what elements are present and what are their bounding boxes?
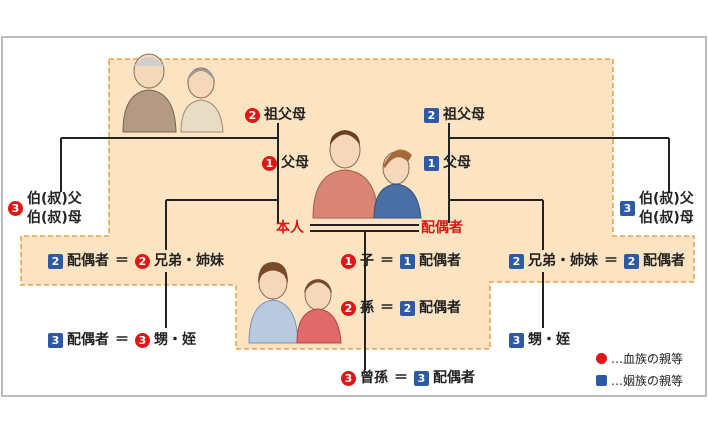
degree-badge-blood: 3 [8,201,23,216]
parents-text: 父母 [281,155,309,171]
legend-blood: …血族の親等 [596,350,683,367]
legend-marriage: …姻族の親等 [596,372,683,389]
degree-badge-marriage: 3 [509,332,524,348]
equals-sign: ＝ [380,300,394,316]
red-dot-icon [596,353,607,364]
degree-badge-blood: 2 [135,253,150,269]
degree-badge-marriage: 3 [620,201,635,216]
child-text: 子 [360,253,374,269]
great-grandchild-row: 3 曾孫 ＝ 3 配偶者 [341,369,475,387]
aunt-uncle-blood-label: 伯(叔)父 3 伯(叔)母 [8,190,82,228]
degree-badge-marriage: 3 [414,370,429,386]
aunt-uncle-line2: 伯(叔)母 [639,210,694,226]
nephew-right-row: 3 甥・姪 [509,331,570,349]
grandchild-row: 2 孫 ＝ 2 配偶者 [341,299,461,317]
parents-illustration [312,130,422,219]
equals-sign: ＝ [115,332,129,348]
degree-badge-blood: 3 [341,370,356,386]
degree-badge-marriage: 2 [624,253,639,269]
nephew-text: 甥・姪 [528,332,570,348]
child-spouse-text: 配偶者 [419,253,461,269]
degree-badge-marriage: 2 [400,300,415,316]
degree-badge-marriage: 2 [509,253,524,269]
equals-sign: ＝ [394,370,408,386]
degree-badge-blood: 1 [341,253,356,269]
degree-badge-blood: 3 [135,332,150,348]
great-grandchild-spouse-text: 配偶者 [433,370,475,386]
legend-marriage-text: …姻族の親等 [611,374,684,388]
connection-lines [60,123,670,370]
frame-border [1,36,707,397]
grandparents-illustration [122,53,224,133]
nephew-left-row: 3 配偶者 ＝ 3 甥・姪 [48,331,196,349]
grandparents-spouse-label: 2 祖父母 [424,106,485,124]
grandparents-blood-label: 2 祖父母 [245,106,306,124]
aunt-uncle-spouse-label: 伯(叔)父 3 伯(叔)母 [620,190,694,228]
degree-badge-blood: 2 [341,300,356,316]
degree-badge-marriage: 2 [48,253,63,269]
grandchild-spouse-text: 配偶者 [419,300,461,316]
nephew-spouse-text: 配偶者 [67,332,109,348]
degree-badge-blood: 1 [262,155,277,171]
parents-text: 父母 [443,155,471,171]
parents-spouse-label: 1 父母 [424,154,471,172]
degree-badge-marriage: 1 [400,253,415,269]
legend-blood-text: …血族の親等 [611,352,684,366]
grandchild-text: 孫 [360,300,374,316]
great-grandchild-text: 曾孫 [360,370,388,386]
nephew-text: 甥・姪 [154,332,196,348]
aunt-uncle-line1: 伯(叔)父 [639,191,694,207]
equals-sign: ＝ [115,253,129,269]
self-label: 本人 [276,220,304,236]
degree-badge-marriage: 1 [424,155,439,171]
siblings-right-row: 2 兄弟・姉妹 ＝ 2 配偶者 [509,252,685,270]
blue-square-icon [596,375,607,386]
degree-badge-marriage: 3 [48,332,63,348]
degree-badge-blood: 2 [245,107,260,123]
sibling-spouse-text: 配偶者 [643,253,685,269]
spouse-label: 配偶者 [421,220,463,236]
grandparents-text: 祖父母 [264,107,306,123]
parents-blood-label: 1 父母 [262,154,309,172]
siblings-left-row: 2 配偶者 ＝ 2 兄弟・姉妹 [48,252,224,270]
siblings-text: 兄弟・姉妹 [528,253,598,269]
grandparents-text: 祖父母 [443,107,485,123]
equals-sign: ＝ [604,253,618,269]
equals-sign: ＝ [380,253,394,269]
degree-badge-marriage: 2 [424,107,439,123]
child-row: 1 子 ＝ 1 配偶者 [341,252,461,270]
children-illustration [248,262,342,344]
aunt-uncle-line2: 伯(叔)母 [27,210,82,226]
sibling-spouse-text: 配偶者 [67,253,109,269]
aunt-uncle-line1: 伯(叔)父 [27,191,82,207]
siblings-text: 兄弟・姉妹 [154,253,224,269]
